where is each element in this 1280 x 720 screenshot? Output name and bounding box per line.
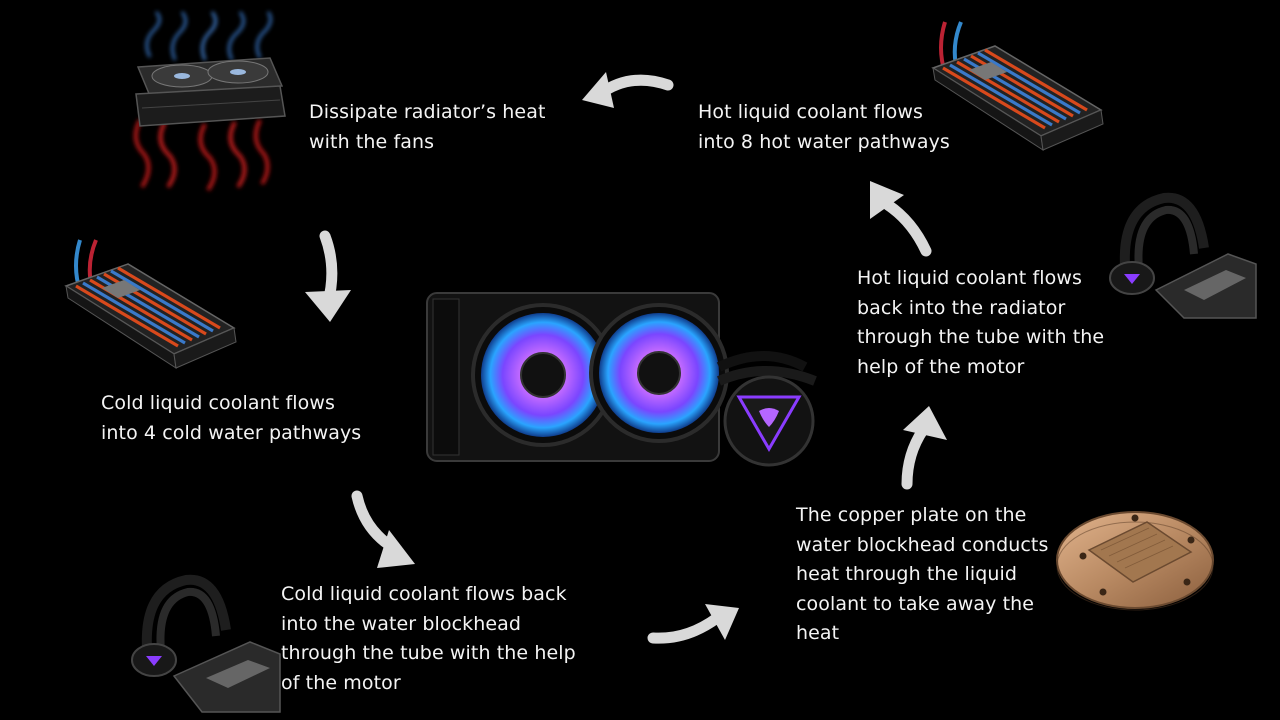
curved-arrow-icon bbox=[351, 490, 415, 568]
radiator-fans-icon bbox=[133, 10, 286, 192]
step-copper-text: The copper plate on the water blockhead … bbox=[796, 504, 1049, 644]
step-cold-pathways-text: Cold liquid coolant flows into 4 cold wa… bbox=[101, 392, 362, 444]
radiator-pathways-icon bbox=[931, 21, 1104, 152]
curved-arrow-icon bbox=[901, 406, 947, 490]
step-hot-pathways-text: Hot liquid coolant flows into 8 hot wate… bbox=[698, 101, 950, 153]
pump-block-icon bbox=[131, 574, 281, 713]
curved-arrow-icon bbox=[870, 181, 932, 257]
step-dissipate-text: Dissipate radiator’s heat with the fans bbox=[309, 101, 546, 153]
pump-block-icon bbox=[1109, 192, 1257, 319]
step-cold-back-text: Cold liquid coolant flows back into the … bbox=[281, 583, 576, 694]
copper-plate-icon bbox=[1056, 511, 1214, 611]
curved-arrow-icon bbox=[305, 230, 351, 322]
aio-cooler-icon bbox=[426, 292, 817, 467]
curved-arrow-icon bbox=[582, 72, 674, 108]
radiator-pathways-icon bbox=[64, 239, 237, 370]
step-hot-back-text: Hot liquid coolant flows back into the r… bbox=[857, 267, 1105, 378]
curved-arrow-icon bbox=[647, 604, 739, 644]
